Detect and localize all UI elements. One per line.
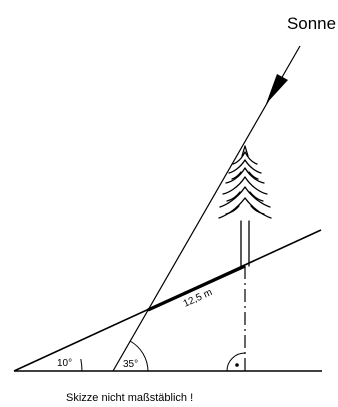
sun-angle-arc — [129, 340, 149, 372]
sketch-caption: Skizze nicht maßstäblich ! — [66, 392, 193, 404]
right-angle-mark-icon — [226, 352, 246, 372]
arrow-down-left-icon — [266, 74, 288, 104]
slope-angle-arc — [80, 358, 83, 372]
conifer-tree-icon — [218, 145, 272, 267]
segment-length-label: 12,5 m — [182, 287, 214, 310]
sun-angle-label: 35° — [123, 359, 138, 370]
slope-segment — [147, 264, 246, 312]
slope-angle-label: 10° — [57, 358, 72, 369]
sun-label: Sonne — [287, 14, 336, 33]
